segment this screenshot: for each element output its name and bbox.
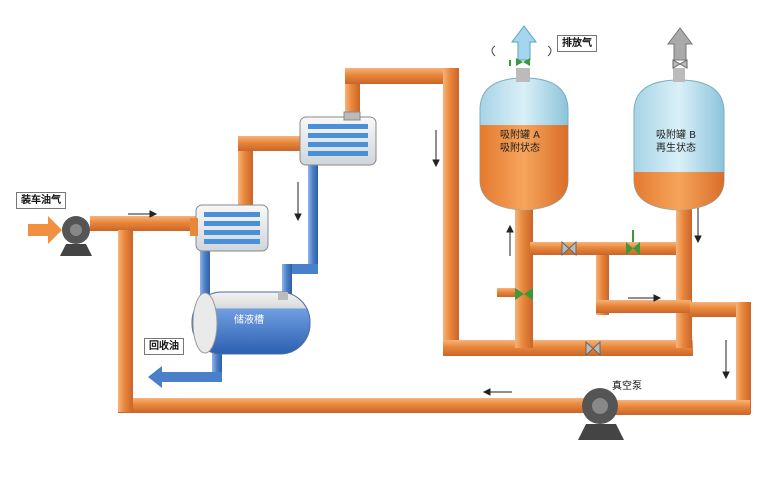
vessel-b-state: 再生状态 [656,142,696,154]
exhaust-wisp-icon [491,45,552,57]
vessel-a-state: 吸附状态 [500,142,540,154]
orange-piping [90,68,751,415]
storage-tank-label: 储液槽 [234,315,264,326]
storage-tank [191,291,311,355]
vacuum-pump-label: 真空泵 [612,381,642,392]
vessel-b-text: 吸附罐 B 再生状态 [656,130,696,155]
blue-piping [148,160,318,388]
valve-cross-2[interactable] [626,230,640,255]
valve-vent-b[interactable] [672,59,688,69]
valve-cross-1[interactable] [561,240,577,257]
vessel-b-name: 吸附罐 B [656,130,697,141]
heat-exchanger-1 [190,204,269,252]
vessel-b [633,68,725,211]
vent-arrow-icon [667,27,693,61]
inlet-arrow-icon [28,216,62,244]
vessel-a-text: 吸附罐 A 吸附状态 [500,130,540,155]
inlet-label: 装车油气 [16,192,66,209]
flow-arrows [128,130,730,396]
vessel-a-name: 吸附罐 A [500,130,541,141]
vessel-a [479,68,569,211]
inlet-pump-icon [60,216,92,256]
heat-exchanger-2 [299,111,377,166]
valve-exhaust-a[interactable] [509,58,530,66]
vacuum-pump-icon [578,388,624,440]
valve-a-outlet[interactable] [515,288,533,300]
exhaust-arrow-icon [511,25,537,61]
exhaust-label: 排放气 [557,35,597,52]
recovered-oil-label: 回收油 [144,338,184,355]
valve-bottom[interactable] [585,340,601,357]
